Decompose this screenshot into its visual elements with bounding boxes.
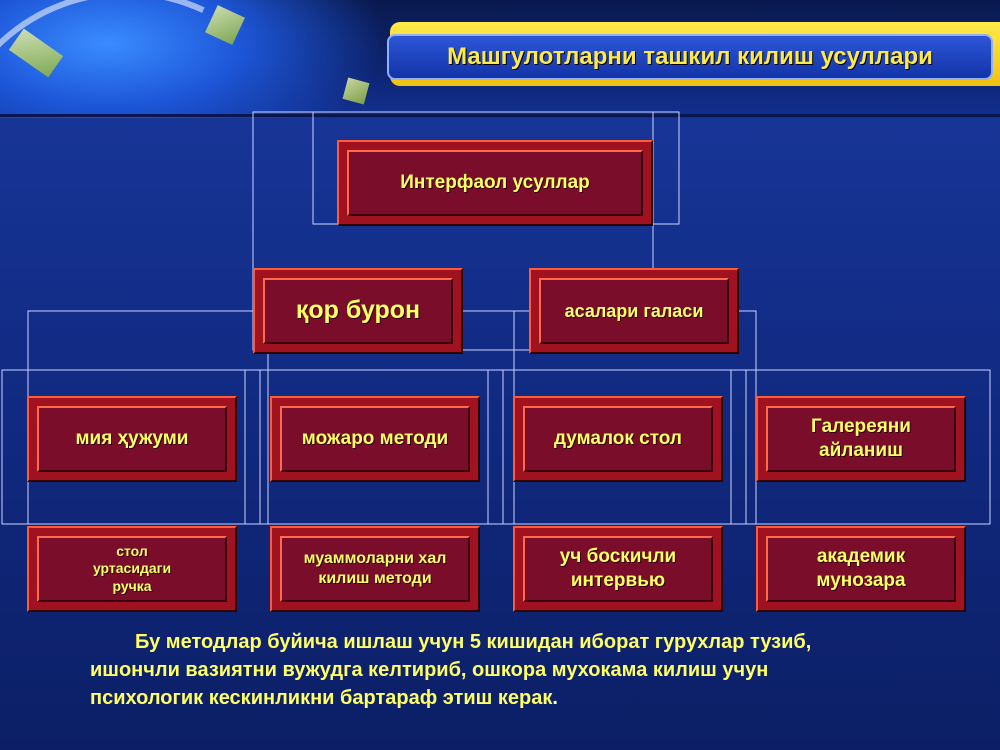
column1-outline [1, 369, 261, 525]
node-stol-urtasidagi-ruchka: стол уртасидаги ручка [27, 526, 237, 612]
note-line-1: Бу методлар буйича ишлаш учун 5 кишидан … [135, 631, 812, 653]
column2-outline [244, 369, 504, 525]
node-interactive-methods: Интерфаол усуллар [337, 140, 653, 226]
node-mojaro-metodi: можаро методи [270, 396, 480, 482]
node-label: уч боскичли интервью [559, 546, 677, 591]
node-label: мия ҳужуми [75, 428, 189, 450]
column3-outline [487, 369, 747, 525]
note-end-punctuation: . [552, 687, 558, 709]
node-label: стол уртасидаги ручка [92, 542, 172, 594]
node-label: думалок стол [553, 428, 683, 450]
node-miya-hujumi: мия ҳужуми [27, 396, 237, 482]
node-label: қор бурон [295, 296, 421, 325]
note-line-2: ишончли вазиятни вужудга келтириб, ошкор… [90, 659, 769, 681]
node-uch-boskichli-intervyu: уч боскичли интервью [513, 526, 723, 612]
node-label: академик мунозара [816, 546, 906, 591]
column4-outline [730, 369, 991, 525]
decorative-glow [0, 0, 380, 118]
node-muammolarni-hal-kilish: муаммоларни хал килиш методи [270, 526, 480, 612]
slide-title-text: Машгулотларни ташкил килиш усуллари [447, 43, 933, 70]
node-asalari-galasi: асалари галаси [529, 268, 739, 354]
node-dumalok-stol: думалок стол [513, 396, 723, 482]
node-akademik-munozara: академик мунозара [756, 526, 966, 612]
slide-title: Машгулотларни ташкил килиш усуллари [387, 34, 993, 80]
header-divider [0, 114, 1000, 117]
node-galereyani-aylanish: Галереяни айланиш [756, 396, 966, 482]
note-line-3: психологик кескинликни бартараф этиш кер… [90, 687, 553, 709]
node-label: муаммоларни хал килиш методи [303, 550, 447, 587]
node-label: Интерфаол усуллар [400, 172, 590, 194]
explanation-note: Бу методлар буйича ишлаш учун 5 кишидан … [90, 628, 970, 712]
node-label: Галереяни айланиш [811, 416, 911, 461]
node-label: асалари галаси [564, 300, 704, 321]
node-kor-buron: қор бурон [253, 268, 463, 354]
node-label: можаро методи [301, 428, 449, 450]
